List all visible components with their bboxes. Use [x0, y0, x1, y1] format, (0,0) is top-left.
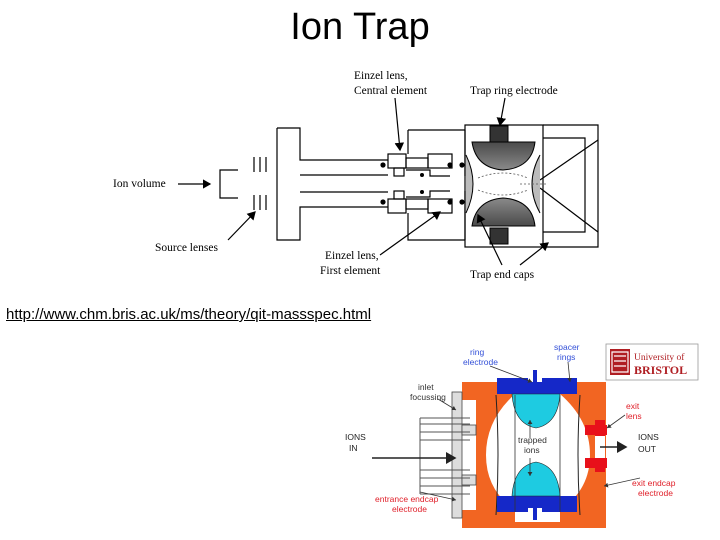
- label-ring-1: ring: [470, 347, 484, 357]
- inlet-lines: [419, 417, 470, 495]
- label-einzel-first-1: Einzel lens,: [325, 250, 379, 262]
- cyan-ring-electrode: [511, 393, 561, 497]
- source-link[interactable]: http://www.chm.bris.ac.uk/ms/theory/qit-…: [6, 306, 372, 323]
- label-spacer-1: spacer: [554, 342, 580, 352]
- inlet-focussing-lens: [451, 391, 477, 519]
- ion-trajectory: [477, 172, 548, 196]
- label-exit-endcap-1: exit endcap: [632, 478, 676, 488]
- label-inlet-2: focussing: [410, 392, 446, 402]
- label-trap-end-caps: Trap end caps: [470, 269, 535, 281]
- label-ions-in-2: IN: [349, 443, 358, 453]
- label-einzel-central-2: Central element: [354, 85, 428, 97]
- label-ions-out-1: IONS: [638, 432, 659, 442]
- label-exit-endcap-2: electrode: [638, 488, 673, 498]
- ion-volume-box: [219, 169, 238, 199]
- bristol-logo: University of BRISTOL: [605, 343, 699, 381]
- trap-dividers: [514, 395, 561, 512]
- label-trapped-2: ions: [524, 445, 540, 455]
- slide-title: Ion Trap: [290, 6, 430, 48]
- label-einzel-central-1: Einzel lens,: [354, 70, 408, 82]
- label-inlet-1: inlet: [418, 382, 434, 392]
- ion-trap-schematic: Einzel lens, Central element Trap ring e…: [113, 70, 599, 281]
- label-entrance-1: entrance endcap: [375, 494, 439, 504]
- trap-ring-electrode: [489, 125, 509, 245]
- label-trapped-1: trapped: [518, 435, 547, 445]
- label-ions-in-1: IONS: [345, 432, 366, 442]
- label-ions-out-2: OUT: [638, 444, 656, 454]
- lens-tube-body: [276, 127, 466, 241]
- trap-end-caps: [465, 141, 541, 227]
- label-trap-ring: Trap ring electrode: [470, 85, 558, 97]
- top-leader-arrows: [178, 97, 549, 266]
- logo-line1: University of: [634, 352, 685, 363]
- bottom-leader-lines: [419, 361, 641, 502]
- label-ion-volume: Ion volume: [113, 178, 166, 190]
- bristol-ion-trap-diagram: University of BRISTOL: [345, 342, 699, 528]
- trap-chamber: [495, 394, 581, 516]
- label-entrance-2: electrode: [392, 504, 427, 514]
- label-spacer-2: rings: [557, 352, 575, 362]
- ion-flow-arrows: [372, 441, 628, 464]
- label-exit-lens-1: exit: [626, 401, 640, 411]
- label-ring-2: electrode: [463, 357, 498, 367]
- label-source-lenses: Source lenses: [155, 242, 218, 254]
- seal-dots: [380, 162, 465, 205]
- source-lens-plates: [253, 157, 267, 210]
- label-einzel-first-2: First element: [320, 265, 381, 277]
- label-exit-lens-2: lens: [626, 411, 642, 421]
- logo-line2: BRISTOL: [634, 363, 687, 377]
